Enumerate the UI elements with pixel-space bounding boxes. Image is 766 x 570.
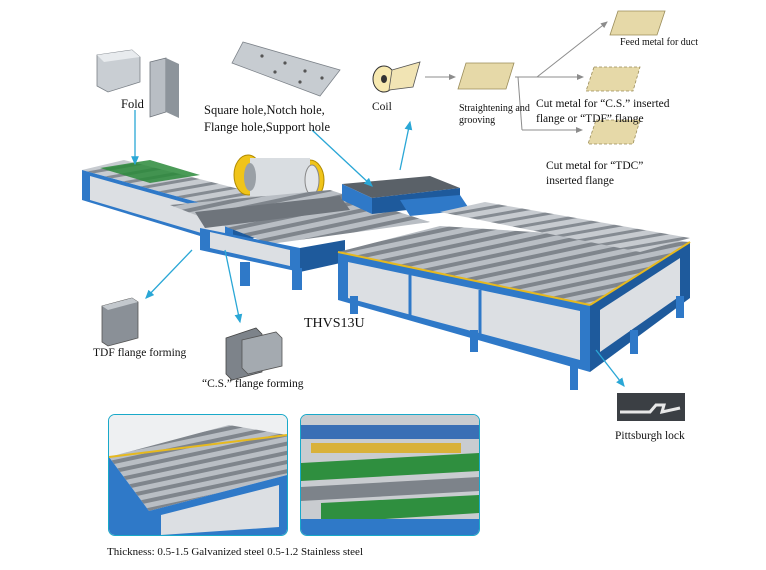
flow-cut-tdc-line2: inserted flange: [546, 175, 615, 187]
tdf-forming-label: TDF flange forming: [93, 347, 187, 359]
sheet-icon: [457, 62, 515, 90]
pittsburgh-label: Pittsburgh lock: [615, 430, 685, 442]
sheet-icon: [587, 119, 641, 145]
flow-coil-label: Coil: [372, 101, 392, 113]
fold-label: Fold: [121, 97, 144, 111]
model-label: THVS13U: [304, 316, 365, 331]
thickness-note: Thickness: 0.5-1.5 Galvanized steel 0.5-…: [107, 546, 363, 558]
callout-arrows: [131, 110, 625, 388]
flow-straightening-line2: grooving: [459, 115, 496, 126]
cs-profile-icon: [225, 327, 283, 381]
roller-table-photo: [108, 414, 288, 536]
flow-straightening-line1: Straightening and: [459, 103, 530, 114]
pittsburgh-lock-icon: [617, 393, 685, 421]
flow-cut-tdc-line1: Cut metal for “TDC”: [546, 160, 644, 172]
right-roller-table: [337, 202, 691, 390]
fold-part-icon: [96, 49, 179, 118]
sheet-icon: [609, 10, 666, 36]
perforated-plate-icon: [231, 41, 341, 97]
forming-rollers-photo: [300, 414, 480, 536]
holes-label-line2: Flange hole,Support hole: [204, 120, 331, 134]
sheet-icon: [585, 66, 641, 92]
tdf-profile-icon: [101, 297, 139, 347]
cs-forming-label: “C.S.” flange forming: [202, 378, 304, 390]
holes-label-line1: Square hole,Notch hole,: [204, 103, 325, 117]
flow-cut-cs-line2: flange or “TDF” flange: [536, 113, 644, 125]
coil-icon: [372, 61, 421, 93]
flow-cut-cs-line1: Cut metal for “C.S.” inserted: [536, 98, 670, 110]
flow-feed-label: Feed metal for duct: [620, 37, 699, 48]
coil-stand: [233, 154, 325, 201]
